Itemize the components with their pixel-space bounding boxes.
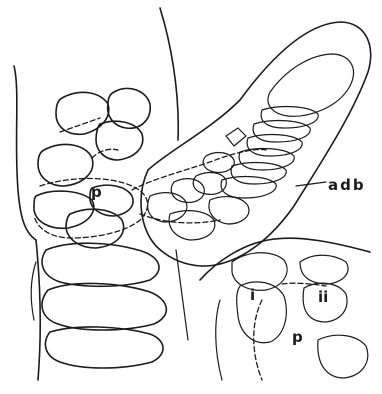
label-p-lower: p: [292, 328, 303, 346]
adb-envelope: [141, 22, 371, 266]
upper-left-bone-cluster: [38, 88, 150, 186]
label-ii: ii: [318, 288, 328, 306]
lower-right-inset: [200, 238, 370, 380]
adb-pointer: [296, 182, 326, 186]
lower-left-bones: [31, 243, 188, 368]
label-p-upper: p: [91, 183, 102, 201]
label-adb: adb: [328, 176, 366, 194]
label-i: i: [250, 286, 255, 304]
stacked-bones: [132, 107, 318, 240]
